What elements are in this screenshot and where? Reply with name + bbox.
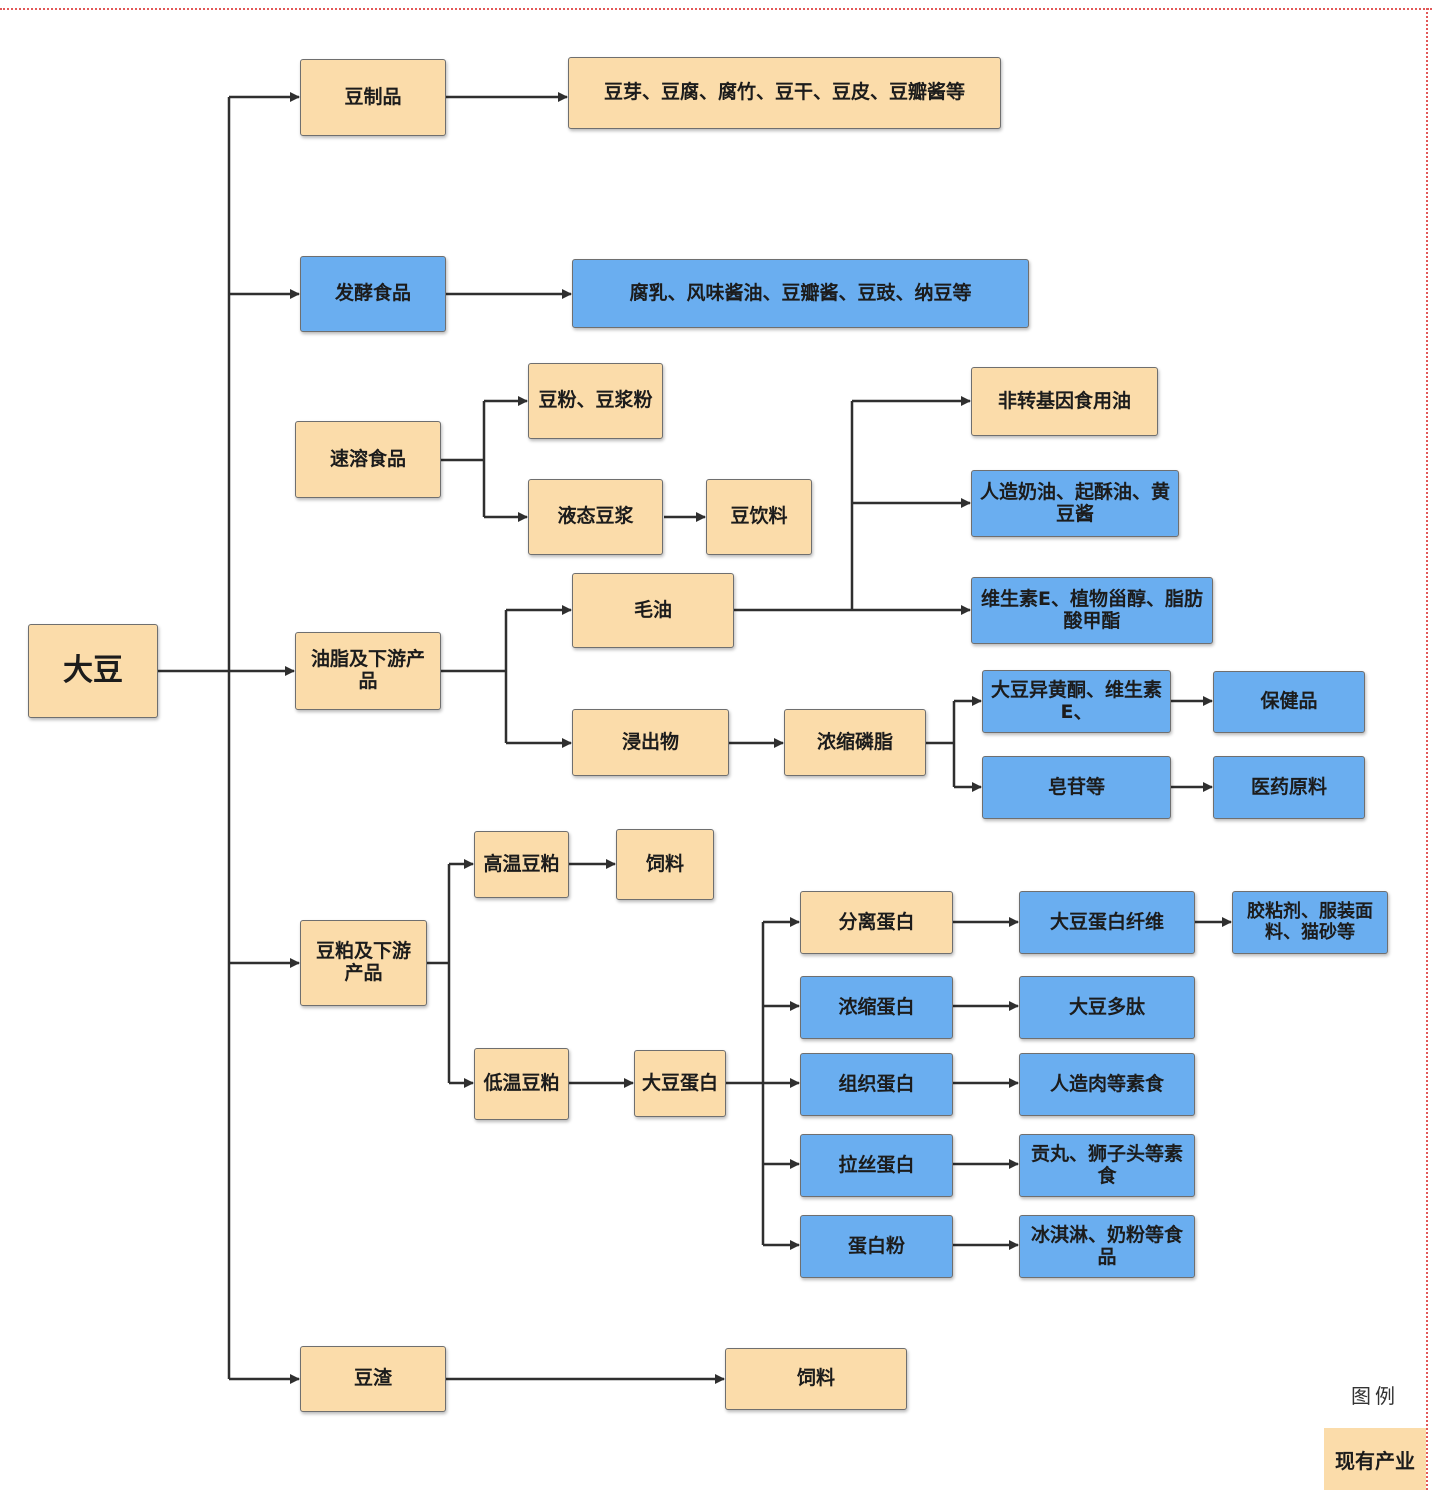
node-renzao-naiyou: 人造奶油、起酥油、黄豆酱 xyxy=(971,470,1179,537)
node-jinchuwu: 浸出物 xyxy=(572,709,729,776)
node-zaogan: 皂苷等 xyxy=(982,756,1171,819)
node-yiyao: 医药原料 xyxy=(1213,756,1365,819)
node-duotai: 大豆多肽 xyxy=(1019,976,1195,1039)
node-yihuangtong: 大豆异黄酮、维生素E、 xyxy=(982,670,1171,733)
node-doufen: 豆粉、豆浆粉 xyxy=(528,363,663,439)
node-gaowen: 高温豆粕 xyxy=(474,831,569,898)
node-feizhuanjiyin: 非转基因食用油 xyxy=(971,367,1158,436)
node-weishengsu: 维生素E、植物甾醇、脂肪酸甲酯 xyxy=(971,577,1213,644)
legend-existing-industry: 现有产业 xyxy=(1324,1428,1426,1490)
node-douyinliao: 豆饮料 xyxy=(706,479,812,555)
node-danbaifen: 蛋白粉 xyxy=(800,1215,953,1278)
node-douzhipin-products: 豆芽、豆腐、腐竹、豆干、豆皮、豆瓣酱等 xyxy=(568,57,1001,129)
node-diwen: 低温豆粕 xyxy=(474,1048,569,1120)
node-dadou: 大豆 xyxy=(28,624,158,718)
node-siliao2: 饲料 xyxy=(725,1348,907,1410)
node-bingqilin: 冰淇淋、奶粉等食品 xyxy=(1019,1215,1195,1278)
right-dotted-border xyxy=(1426,8,1428,1490)
node-douzha: 豆渣 xyxy=(300,1346,446,1412)
node-baojianpin: 保健品 xyxy=(1213,671,1365,733)
node-fenli: 分离蛋白 xyxy=(800,891,953,954)
legend-title: 图例 xyxy=(1351,1384,1399,1408)
node-zuzhi: 组织蛋白 xyxy=(800,1053,953,1116)
node-fajiao-products: 腐乳、风味酱油、豆瓣酱、豆豉、纳豆等 xyxy=(572,259,1029,328)
node-yetai: 液态豆浆 xyxy=(528,479,663,555)
node-xianwei: 大豆蛋白纤维 xyxy=(1019,891,1195,954)
node-gongwan: 贡丸、狮子头等素食 xyxy=(1019,1134,1195,1197)
node-fajiao: 发酵食品 xyxy=(300,256,446,332)
node-renzaorou: 人造肉等素食 xyxy=(1019,1053,1195,1116)
node-doupo: 豆粕及下游产品 xyxy=(300,920,427,1006)
node-nongsuo-danbai: 浓缩蛋白 xyxy=(800,976,953,1039)
node-douzhipin: 豆制品 xyxy=(300,59,446,136)
node-siliao1: 饲料 xyxy=(616,829,714,900)
node-lasi: 拉丝蛋白 xyxy=(800,1134,953,1197)
node-youzhi: 油脂及下游产品 xyxy=(295,632,441,710)
node-dadou-danbai: 大豆蛋白 xyxy=(634,1050,726,1117)
node-nongsuo-linzhi: 浓缩磷脂 xyxy=(784,709,926,776)
node-surong: 速溶食品 xyxy=(295,421,441,498)
node-jiaonian: 胶粘剂、服装面料、猫砂等 xyxy=(1232,891,1388,954)
node-maoyou: 毛油 xyxy=(572,573,734,648)
top-dotted-border xyxy=(0,8,1432,10)
